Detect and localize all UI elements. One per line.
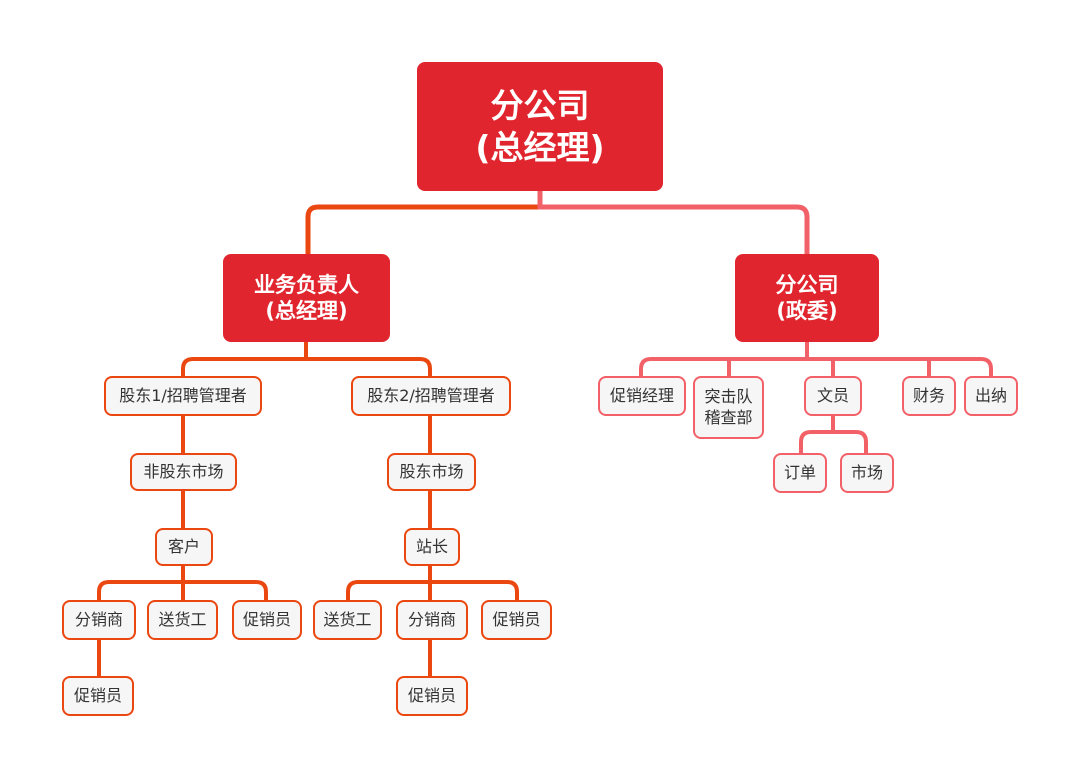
node-label-line: 促销员	[407, 685, 456, 705]
node-label-line: 促销员	[492, 609, 541, 629]
node-business-head: 业务负责人(总经理)	[223, 254, 390, 342]
node-finance: 财务	[902, 376, 956, 416]
node-market: 市场	[840, 453, 894, 493]
node-inspection-team: 突击队稽查部	[693, 376, 764, 439]
node-label-line: 送货工	[158, 609, 207, 629]
connector-line	[181, 340, 308, 378]
node-label-line: 客户	[167, 536, 200, 556]
node-label-line: (总经理)	[265, 299, 348, 323]
connector-line	[304, 340, 432, 378]
node-label-line: 分销商	[407, 609, 456, 629]
node-label-line: 业务负责人	[254, 272, 359, 297]
node-label-line: 股东2/招聘管理者	[367, 385, 495, 405]
connector-line	[305, 188, 543, 257]
node-shareholder-2: 股东2/招聘管理者	[351, 376, 511, 416]
connector-line	[346, 564, 432, 602]
node-station-master: 站长	[404, 528, 460, 566]
connector-line	[805, 340, 993, 378]
node-branch-political-commissar: 分公司(政委)	[735, 254, 879, 342]
node-promoter-right: 促销员	[481, 600, 552, 640]
node-label-line: 促销经理	[609, 385, 674, 405]
node-label-line: (总经理)	[475, 127, 605, 167]
node-non-shareholder-market: 非股东市场	[130, 453, 237, 491]
node-shareholder-market: 股东市场	[387, 453, 476, 491]
node-clerk: 文员	[804, 376, 862, 416]
node-cashier: 出纳	[964, 376, 1018, 416]
node-delivery-worker-left: 送货工	[147, 600, 218, 640]
node-order: 订单	[773, 453, 827, 493]
node-promotion-manager: 促销经理	[598, 376, 686, 416]
node-label-line: 出纳	[974, 385, 1007, 405]
connector-line	[799, 414, 835, 455]
node-label-line: 突击队	[704, 386, 753, 406]
node-customer: 客户	[155, 528, 213, 566]
connector-line	[428, 564, 519, 602]
node-label-line: 股东市场	[399, 461, 464, 481]
connector-line	[181, 564, 268, 602]
node-promoter-under-distributor-right: 促销员	[396, 676, 468, 716]
node-delivery-worker-right: 送货工	[313, 600, 382, 640]
node-distributor-right: 分销商	[396, 600, 468, 640]
node-label-line: 财务	[912, 385, 945, 405]
node-label-line: 分公司	[490, 86, 590, 126]
node-label-line: 订单	[783, 462, 816, 482]
node-shareholder-1: 股东1/招聘管理者	[104, 376, 262, 416]
connector-line	[831, 414, 868, 455]
node-label-line: 站长	[415, 536, 448, 556]
node-label-line: 分公司	[775, 272, 839, 297]
connector-line	[537, 188, 810, 257]
node-label-line: 股东1/招聘管理者	[119, 385, 247, 405]
connector-line	[639, 340, 809, 378]
connector-line	[97, 564, 185, 602]
node-label-line: (政委)	[776, 299, 838, 323]
node-label-line: 文员	[816, 385, 849, 405]
node-label-line: 分销商	[74, 609, 123, 629]
node-distributor-left: 分销商	[62, 600, 136, 640]
root-node-branch-gm: 分公司(总经理)	[417, 62, 663, 191]
node-label-line: 促销员	[73, 685, 122, 705]
node-label-line: 非股东市场	[143, 461, 224, 481]
node-label-line: 稽查部	[704, 407, 753, 427]
node-label-line: 送货工	[323, 609, 372, 629]
node-label-line: 市场	[850, 462, 883, 482]
node-promoter-left: 促销员	[232, 600, 302, 640]
node-label-line: 促销员	[242, 609, 291, 629]
node-promoter-under-distributor-left: 促销员	[62, 676, 134, 716]
